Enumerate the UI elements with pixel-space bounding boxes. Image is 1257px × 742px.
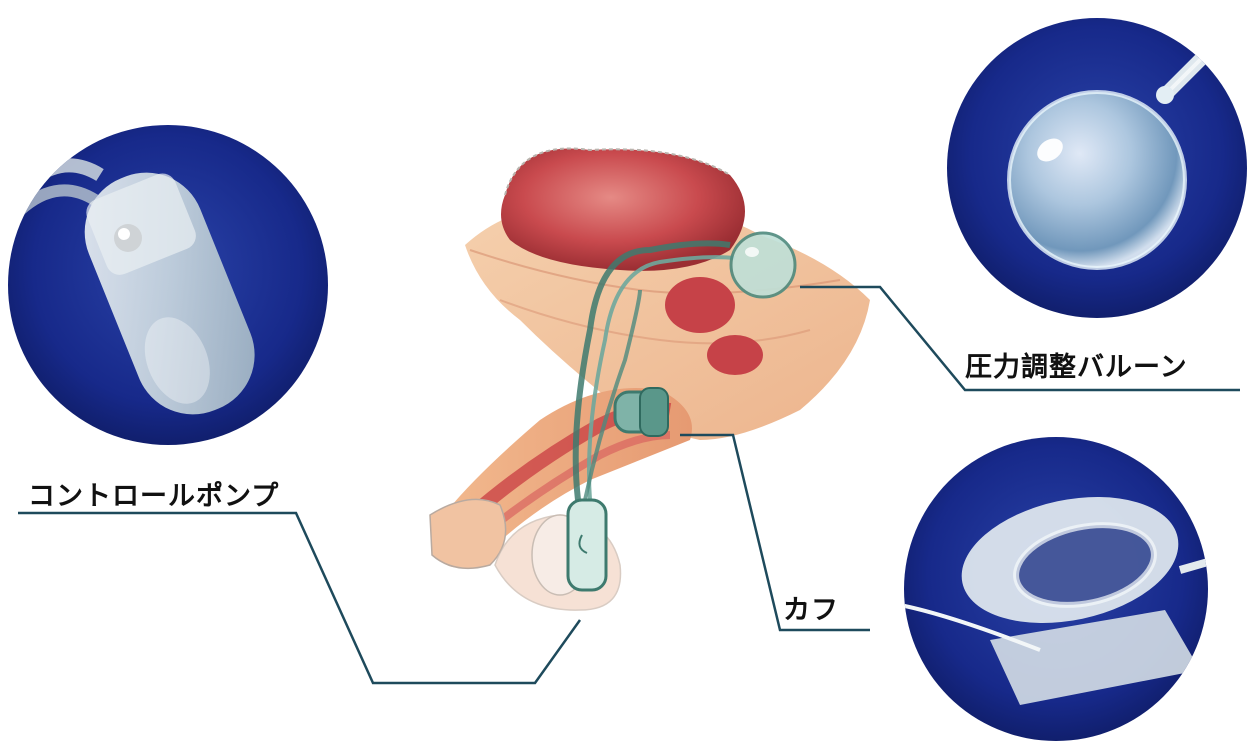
anatomy-illustration xyxy=(430,148,870,610)
balloon-photo xyxy=(947,18,1247,318)
leader-line-cuff xyxy=(680,435,870,630)
control-pump-photo xyxy=(8,125,328,445)
label-pressure-balloon: 圧力調整バルーン xyxy=(965,345,1188,384)
label-control-pump: コントロールポンプ xyxy=(28,474,279,513)
label-cuff: カフ xyxy=(783,588,839,627)
cuff-photo xyxy=(900,437,1215,741)
